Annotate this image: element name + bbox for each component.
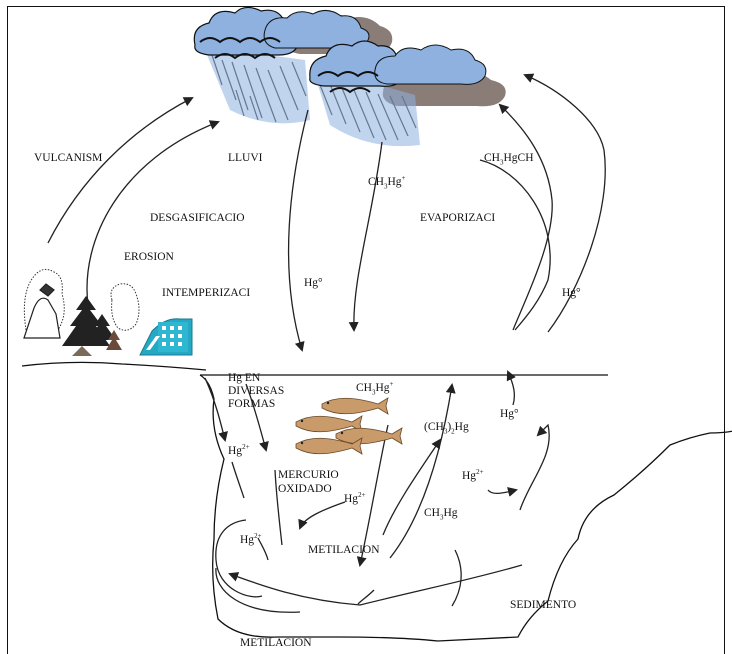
- label-hg2-lower-left: Hg2+: [240, 534, 262, 547]
- arrow-hg2-center: [300, 502, 345, 528]
- label-ch3-2hg: (CH3)2Hg: [424, 421, 469, 434]
- label-hg0-air-left: Hg°: [304, 277, 323, 290]
- arrow-to-ch32hg: [383, 440, 440, 535]
- label-desgasificacio: DESGASIFICACIO: [150, 212, 245, 225]
- label-ch3hg-plus-water: CH3Hg+: [356, 382, 394, 395]
- label-hg0-air-right: Hg°: [562, 287, 581, 300]
- label-hg2-right: Hg2+: [462, 470, 484, 483]
- label-intemperizaci: INTEMPERIZACI: [162, 287, 250, 300]
- arrow-up-to-surface: [390, 385, 452, 558]
- tree-icon: [62, 296, 122, 356]
- label-ch3hgch: CH3HgCH: [484, 152, 534, 165]
- label-ch3hg-water: CH3Hg: [424, 507, 458, 520]
- rain-cloud-icon: [194, 7, 505, 146]
- label-hg0-water: Hg°: [500, 408, 519, 421]
- label-sedimento: SEDIMENTO: [510, 599, 576, 612]
- arrow-hg0-down: [289, 110, 308, 350]
- arrow-ch3hgch-loop: [480, 160, 550, 330]
- arrow-hg0-up: [508, 372, 514, 405]
- volcano-icon: [24, 284, 60, 338]
- label-hg-en-diversas: Hg EN DIVERSAS FORMAS: [228, 372, 298, 410]
- label-hg2-left: Hg2+: [228, 445, 250, 458]
- label-metilacion-center: METILACION: [308, 544, 380, 557]
- label-mercurio-oxidado: MERCURIO OXIDADO: [278, 468, 358, 496]
- arrow-evap-up: [500, 105, 552, 330]
- factory-icon: [140, 319, 192, 355]
- label-evaporizaci: EVAPORIZACI: [420, 212, 495, 225]
- arrow-sediment-up: [520, 425, 549, 510]
- arrow-sediment-loop: [230, 565, 522, 605]
- label-lluvi: LLUVI: [228, 152, 263, 165]
- fish-icon: [296, 398, 402, 454]
- arrow-hg2-right: [488, 490, 516, 493]
- label-hg2-center: Hg2+: [344, 493, 366, 506]
- label-vulcanism: VULCANISM: [34, 152, 102, 165]
- label-erosion: EROSION: [124, 251, 174, 264]
- label-ch3hg-plus-air: CH3Hg+: [368, 176, 406, 189]
- arrow-ch3hg-down: [354, 142, 382, 330]
- label-metilacion-bottom: METILACION: [240, 637, 312, 650]
